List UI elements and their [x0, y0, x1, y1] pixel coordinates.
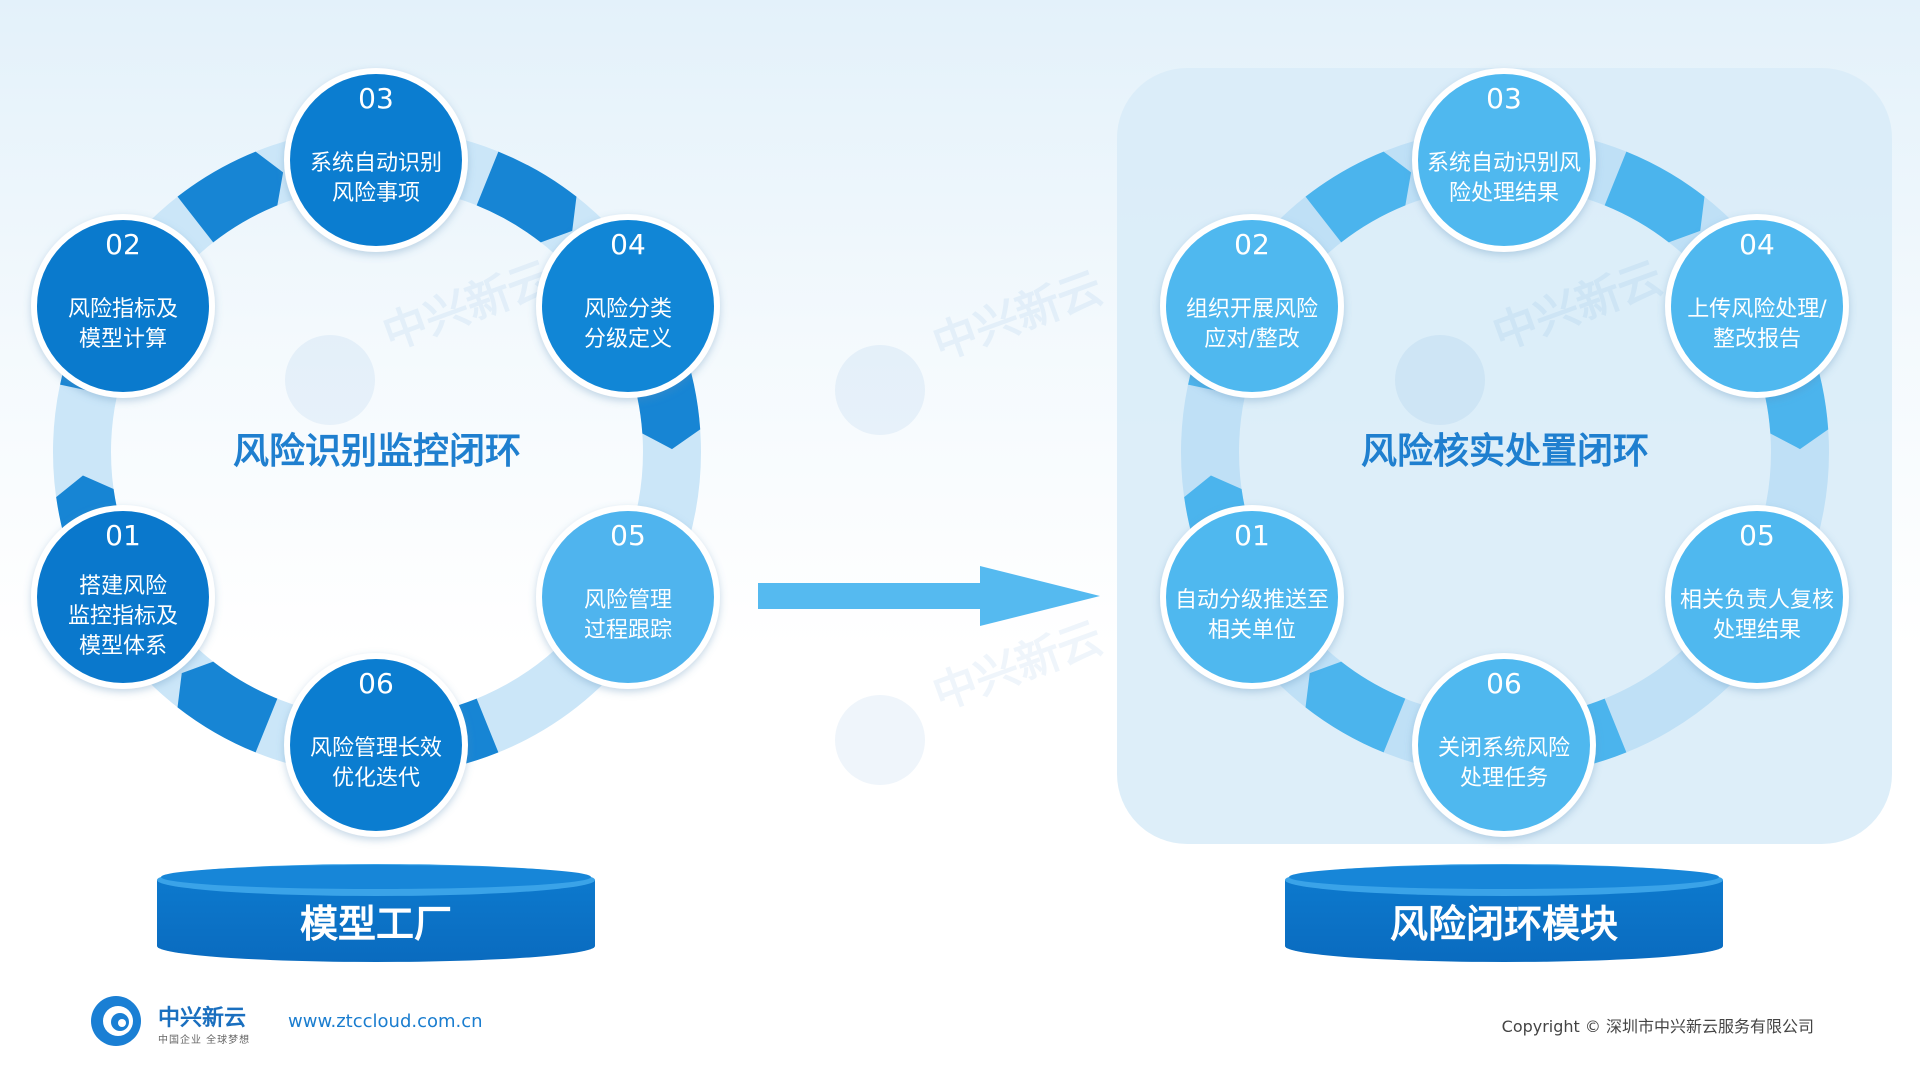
- left-base-cylinder: 模型工厂: [157, 864, 595, 962]
- ring-arrow-segment: [1604, 151, 1705, 243]
- ring-arrow-segment: [177, 661, 278, 753]
- footer-logo-text: 中兴新云: [158, 1006, 247, 1031]
- cycle-node-label: 过程跟踪: [584, 618, 672, 643]
- cycle-node-circle: [1166, 220, 1338, 392]
- cycle-node-label: 风险分类: [584, 297, 672, 322]
- left-base-label: 模型工厂: [300, 902, 452, 946]
- cycle-node-circle: [290, 659, 462, 831]
- cycle-node-label: 监控指标及: [68, 604, 178, 629]
- transition-arrow: [758, 566, 1100, 626]
- cycle-node-circle: [542, 511, 714, 683]
- cycle-node-number: 02: [105, 228, 141, 261]
- cycle-node-label: 关闭系统风险: [1438, 736, 1570, 761]
- cycle-node-label: 相关负责人复核: [1680, 588, 1834, 613]
- cycle-node-label: 应对/整改: [1204, 327, 1299, 352]
- cycle-node: 04 上传风险处理/整改报告: [1665, 214, 1849, 398]
- svg-text:中兴新云: 中兴新云: [376, 252, 559, 360]
- cycle-node-number: 05: [610, 519, 646, 552]
- cycle-node-label: 相关单位: [1208, 618, 1296, 643]
- cycle-node-circle: [1418, 74, 1590, 246]
- cycle-node-label: 风险管理: [584, 588, 672, 613]
- cycle-node-label: 分级定义: [584, 327, 672, 352]
- cycle-node-number: 04: [1739, 228, 1775, 261]
- cycle-node-number: 06: [358, 667, 394, 700]
- cycle-node-label: 处理任务: [1460, 766, 1548, 791]
- cycle-node-circle: [37, 511, 209, 683]
- svg-text:中兴新云: 中兴新云: [926, 262, 1109, 370]
- cycle-node-label: 险处理结果: [1449, 181, 1559, 206]
- cycle-node-number: 03: [1486, 82, 1522, 115]
- left-center-title: 风险识别监控闭环: [233, 431, 521, 472]
- cycle-node-circle: [542, 220, 714, 392]
- cycle-node-label: 模型计算: [79, 327, 167, 352]
- cycle-node-label: 风险指标及: [68, 297, 178, 322]
- logo-icon: [91, 996, 141, 1046]
- cycle-node-circle: [290, 74, 462, 246]
- cycle-node-circle: [37, 220, 209, 392]
- cycle-node-label: 搭建风险: [79, 574, 167, 599]
- cycle-node-circle: [1671, 220, 1843, 392]
- cycle-node-label: 整改报告: [1713, 327, 1801, 352]
- cycle-node-label: 系统自动识别: [310, 151, 442, 176]
- svg-text:中兴新云: 中兴新云: [926, 612, 1109, 720]
- cycle-node-label: 风险管理长效: [310, 736, 442, 761]
- cycle-node-circle: [1166, 511, 1338, 683]
- cycle-node-number: 01: [1234, 519, 1270, 552]
- footer-copyright: Copyright © 深圳市中兴新云服务有限公司: [1501, 1017, 1814, 1036]
- cycle-node-number: 05: [1739, 519, 1775, 552]
- ring-arrow-segment: [1305, 661, 1406, 753]
- cycle-node-circle: [1418, 659, 1590, 831]
- cycle-node-label: 系统自动识别风: [1427, 151, 1581, 176]
- cycle-node-label: 风险事项: [332, 181, 420, 206]
- right-center-title: 风险核实处置闭环: [1361, 431, 1649, 472]
- cycle-node-circle: [1671, 511, 1843, 683]
- footer-url-link[interactable]: www.ztccloud.com.cn: [288, 1011, 483, 1032]
- right-base-cylinder: 风险闭环模块: [1285, 864, 1723, 962]
- footer-logo-subtitle: 中国企业 全球梦想: [158, 1035, 251, 1046]
- cycle-node-number: 01: [105, 519, 141, 552]
- cycle-node-number: 02: [1234, 228, 1270, 261]
- cycle-node-number: 04: [610, 228, 646, 261]
- ring-arrow-segment: [1305, 151, 1412, 243]
- cycle-node-number: 06: [1486, 667, 1522, 700]
- cycle-node-label: 自动分级推送至: [1175, 588, 1329, 613]
- ring-arrow-segment: [476, 151, 577, 243]
- cycle-node-label: 模型体系: [79, 634, 167, 659]
- cycle-node-label: 处理结果: [1713, 618, 1801, 643]
- cycle-node-label: 组织开展风险: [1186, 297, 1318, 322]
- cycle-node-label: 上传风险处理/: [1687, 297, 1827, 322]
- cycle-node-label: 优化迭代: [332, 766, 420, 791]
- cycle-node-number: 03: [358, 82, 394, 115]
- right-base-label: 风险闭环模块: [1390, 902, 1618, 946]
- ring-arrow-segment: [177, 151, 284, 243]
